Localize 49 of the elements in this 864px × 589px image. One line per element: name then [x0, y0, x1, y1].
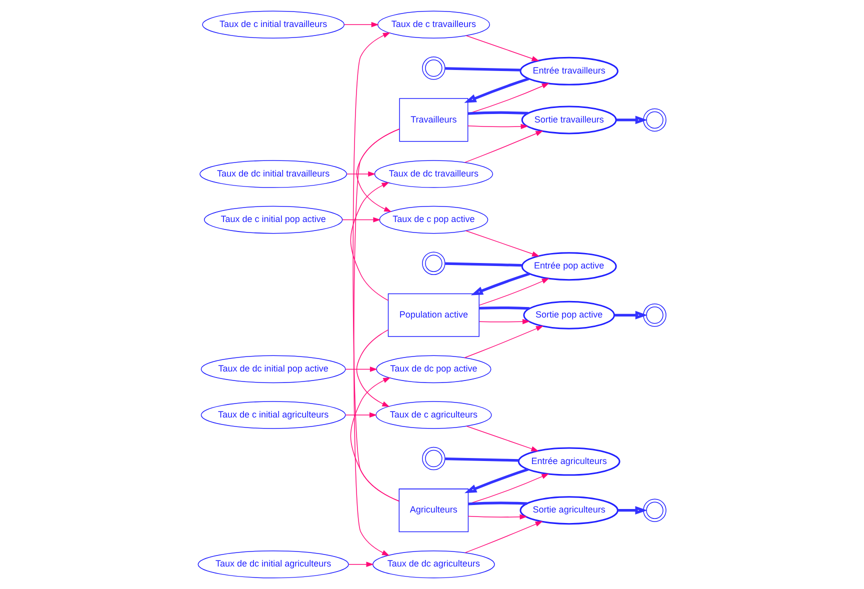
- node-box: Population active: [388, 293, 480, 337]
- connector: [445, 457, 519, 462]
- arrow: [466, 426, 539, 452]
- arrow: [342, 217, 381, 222]
- connector: [445, 67, 521, 72]
- arrow: [468, 82, 550, 114]
- arrow: [356, 329, 390, 407]
- arrow: [470, 272, 530, 296]
- arrow: [464, 521, 543, 554]
- connector: [479, 306, 530, 310]
- connector: [445, 262, 522, 267]
- arrow: [345, 412, 377, 418]
- arrow: [350, 182, 390, 301]
- node-cloud: [643, 498, 666, 522]
- arrow: [479, 278, 550, 306]
- node-ellipse: Taux de dc initial pop active: [200, 355, 346, 384]
- arrow: [468, 473, 550, 504]
- arrow: [354, 128, 400, 556]
- arrow: [468, 124, 528, 130]
- arrow: [464, 130, 544, 163]
- arrow: [464, 326, 544, 358]
- arrow: [468, 514, 528, 520]
- node-cloud: [643, 108, 666, 132]
- node-cloud: [422, 446, 446, 470]
- arrow: [466, 35, 540, 62]
- arrow: [345, 366, 378, 372]
- node-box: Agriculteurs: [398, 488, 469, 532]
- arrow: [618, 506, 648, 515]
- node-cloud: [422, 56, 446, 80]
- node-cloud: [643, 304, 666, 327]
- node-ellipse: Taux de dc initial travailleurs: [200, 160, 348, 188]
- arrow: [348, 562, 374, 568]
- node-ellipse: Taux de c initial pop active: [204, 206, 343, 234]
- arrow: [464, 468, 529, 494]
- connector: [468, 502, 528, 506]
- arrow: [464, 78, 530, 103]
- node-ellipse: Taux de c initial agriculteurs: [200, 401, 346, 429]
- arrow: [614, 310, 648, 320]
- arrow: [346, 171, 376, 177]
- arrow: [479, 318, 530, 324]
- arrow: [344, 22, 379, 28]
- arrow: [465, 230, 540, 256]
- node-ellipse: Taux de dc initial agriculteurs: [198, 550, 349, 578]
- node-box: Travailleurs: [399, 98, 468, 142]
- node-cloud: [422, 252, 446, 275]
- node-ellipse: Taux de c initial travailleurs: [202, 10, 345, 38]
- arrow: [616, 116, 648, 124]
- arrow: [350, 377, 400, 502]
- connector: [468, 111, 528, 115]
